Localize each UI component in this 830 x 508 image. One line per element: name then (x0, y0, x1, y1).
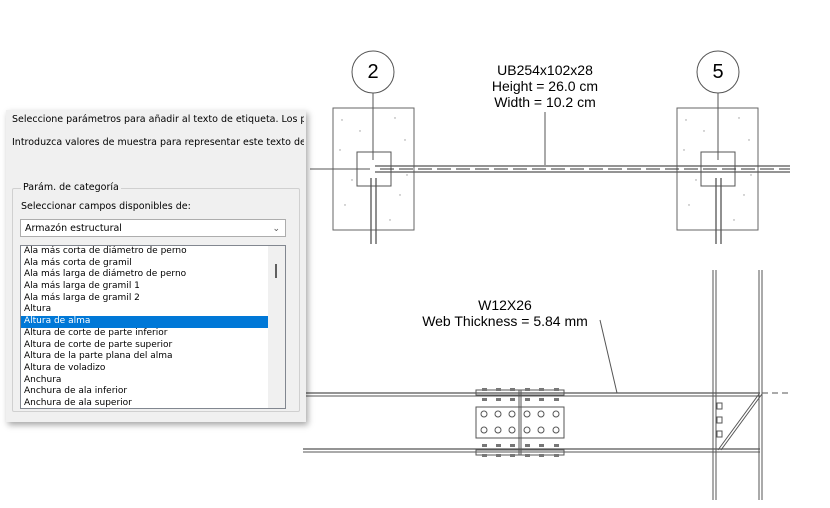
parameter-list-item[interactable]: Anchura (24, 374, 62, 385)
bolt-holes (480, 402, 723, 438)
scrollbar-thumb[interactable] (275, 264, 277, 278)
grid-label-right: 5 (712, 61, 724, 83)
parameter-list-item[interactable]: Ala más larga de gramil 1 (24, 281, 140, 292)
category-select-value: Armazón estructural (25, 223, 122, 234)
parameter-list-item[interactable]: Altura de la parte plana del alma (24, 351, 173, 362)
tag-web-thickness: Web Thickness = 5.84 mm (422, 313, 588, 329)
beam-tag-top: UB254x102x28 Height = 26.0 cm Width = 10… (465, 62, 625, 110)
parameter-list-item[interactable]: Anchura de ala inferior (24, 386, 128, 397)
parameter-list-item[interactable]: Ala más corta de diámetro de perno (24, 246, 187, 256)
parameter-list-item[interactable]: Altura de voladizo (24, 362, 106, 373)
parameter-list-item[interactable]: Anchura de ala superior (24, 397, 132, 408)
grid-label-left: 2 (367, 61, 379, 83)
parameter-list-item[interactable]: Ala más corta de gramil (24, 257, 132, 268)
beam-tag-bottom: W12X26 Web Thickness = 5.84 mm (405, 297, 605, 329)
beam-w12x26 (303, 392, 760, 453)
chevron-down-icon: ⌄ (272, 224, 280, 234)
tag-type: UB254x102x28 (497, 62, 593, 78)
parameter-list-item[interactable]: Ala más larga de diámetro de perno (24, 269, 187, 280)
tag-type: W12X26 (478, 297, 532, 313)
splice-plate (475, 389, 565, 456)
tag-height: Height = 26.0 cm (491, 78, 599, 94)
label-edit-dialog: Seleccione parámetros para añadir al tex… (6, 110, 306, 422)
concrete-hatch (339, 117, 752, 221)
category-select[interactable]: Armazón estructural ⌄ (20, 219, 286, 237)
scrollbar[interactable] (268, 246, 285, 408)
instruction-text-2: Introduzca valores de muestra para repre… (12, 137, 304, 148)
category-parameters-group: Parám. de categoría Seleccionar campos d… (12, 182, 300, 412)
fields-label: Seleccionar campos disponibles de: (21, 201, 191, 212)
tag-width: Width = 10.2 cm (494, 94, 596, 110)
beam-ub254 (375, 165, 790, 173)
parameter-list-item[interactable]: Altura de corte de parte superior (24, 339, 173, 350)
group-title: Parám. de categoría (21, 182, 121, 193)
column (712, 270, 790, 500)
bolts (482, 388, 559, 457)
parameter-list-item[interactable]: Altura de corte de parte inferior (24, 327, 168, 338)
instruction-text-1: Seleccione parámetros para añadir al tex… (12, 114, 304, 125)
parameter-list-item[interactable]: Altura (24, 304, 52, 315)
parameter-list-item[interactable]: Altura de alma (21, 316, 268, 328)
parameter-list-item[interactable]: Ala más larga de gramil 2 (24, 292, 140, 303)
